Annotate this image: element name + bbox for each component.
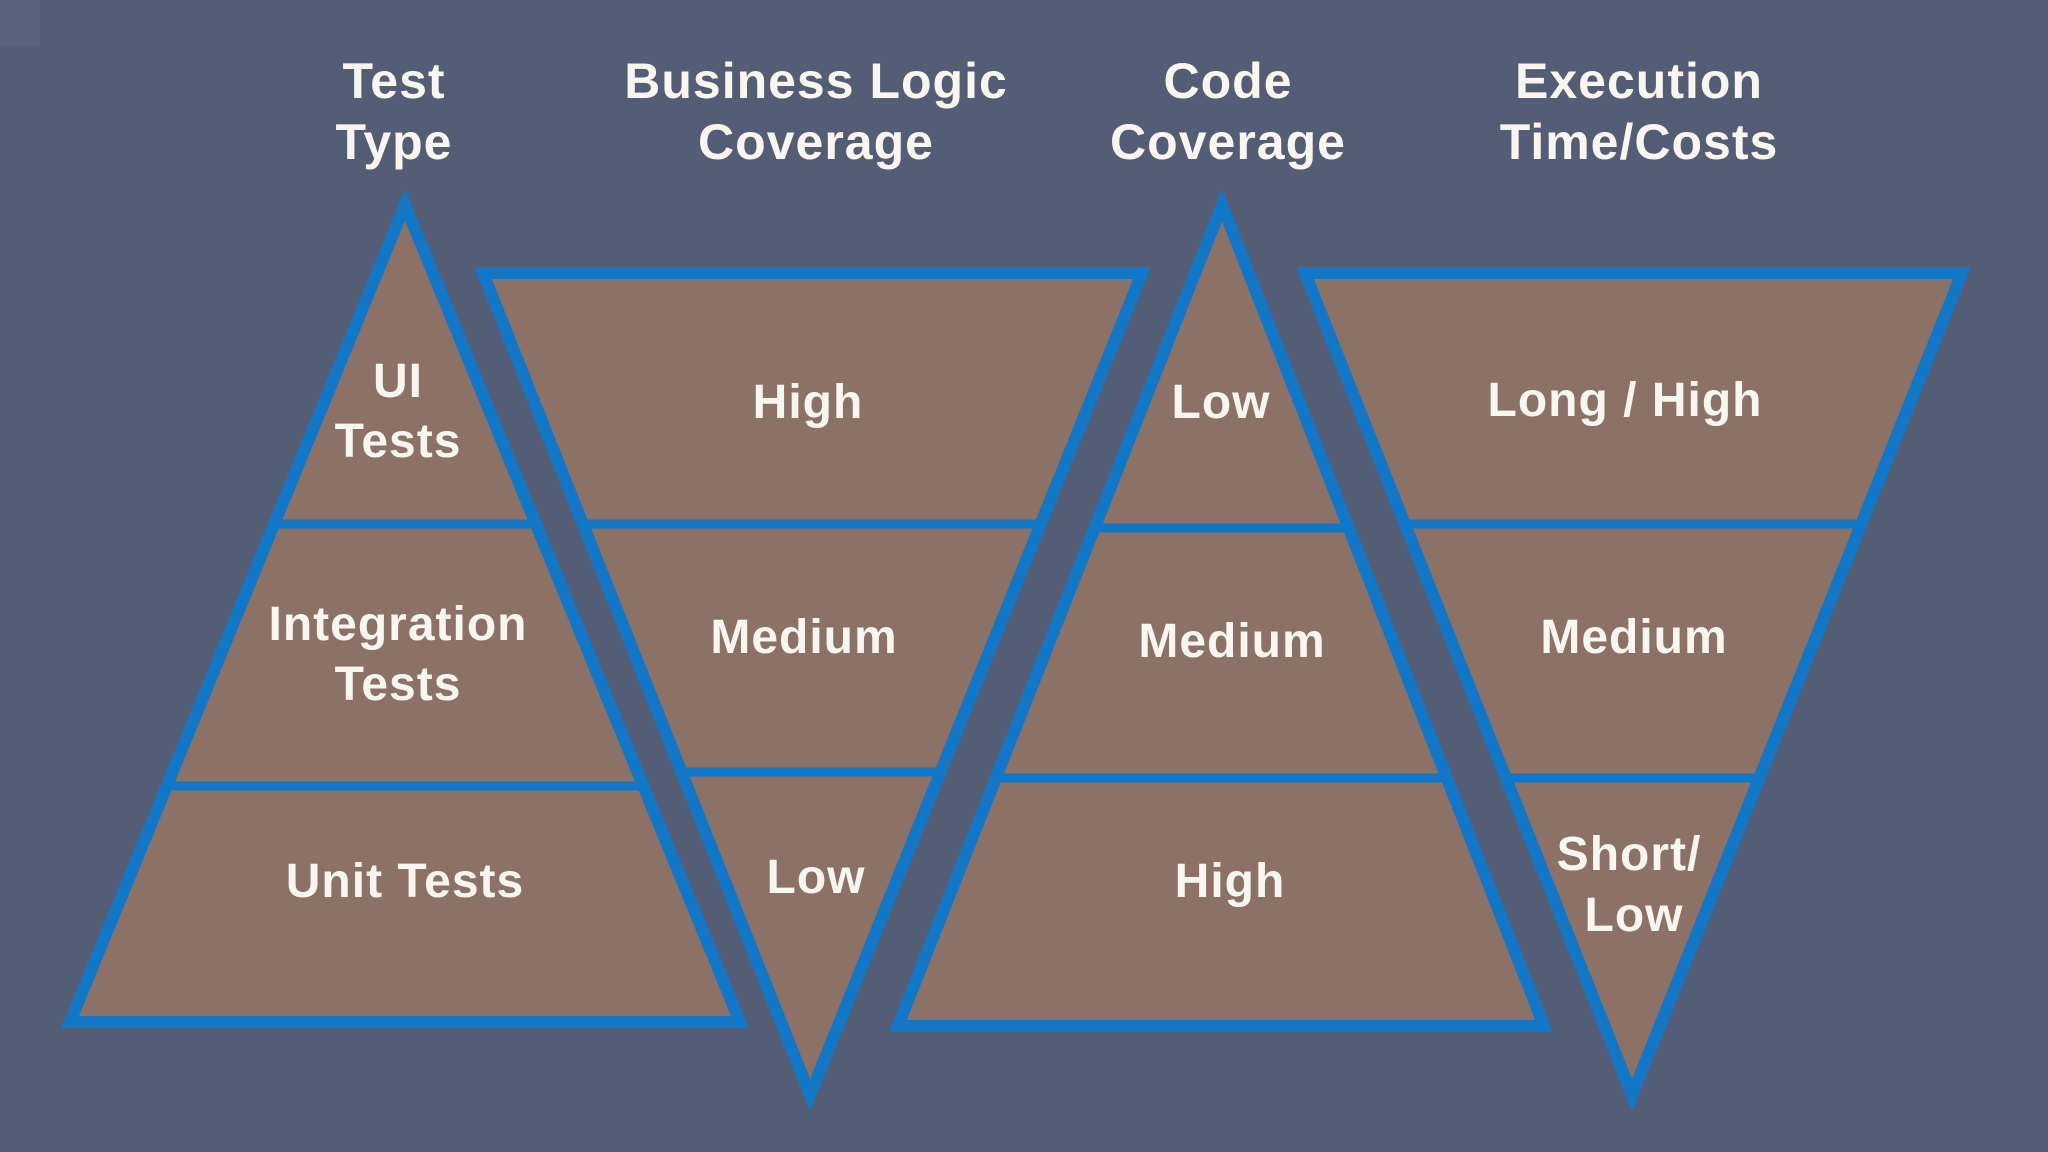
band-label-low: Low <box>1172 376 1271 429</box>
column-header-line: Time/Costs <box>1500 114 1779 170</box>
band-label-high: High <box>753 376 864 429</box>
band-label-medium: Medium <box>1138 615 1325 668</box>
column-header-line: Business Logic <box>624 53 1008 109</box>
business-logic-coverage-pyramid <box>474 267 1151 1112</box>
corner-artifact <box>0 0 40 46</box>
band-label-short-low-line1: Short/ <box>1557 828 1702 881</box>
column-execution-time-costs: Execution Time/Costs Long / High Medium … <box>1296 53 1971 1112</box>
column-header-line: Coverage <box>1110 114 1346 170</box>
column-header-line: Coverage <box>698 114 934 170</box>
column-test-type: Test Type UI Tests Integration Tests Uni… <box>61 53 749 1028</box>
band-label-high: High <box>1175 855 1286 908</box>
band-label-ui-tests-line1: UI <box>373 355 423 408</box>
column-business-logic-coverage: Business Logic Coverage High Medium Low <box>474 53 1151 1112</box>
column-header-line: Test <box>342 53 445 109</box>
band-label-medium: Medium <box>710 611 897 664</box>
band-label-ui-tests-line2: Tests <box>335 415 462 468</box>
band-label-long-high: Long / High <box>1488 374 1763 427</box>
band-label-medium: Medium <box>1540 611 1727 664</box>
column-header-line: Execution <box>1515 53 1763 109</box>
test-type-pyramid <box>61 189 749 1028</box>
column-code-coverage: Code Coverage Low Medium High <box>889 53 1553 1032</box>
band-label-unit-tests: Unit Tests <box>286 855 524 908</box>
band-label-integration-line1: Integration <box>269 598 528 651</box>
execution-time-costs-pyramid <box>1296 267 1971 1112</box>
band-label-low: Low <box>767 851 866 904</box>
column-header-line: Type <box>336 114 453 170</box>
column-header-line: Code <box>1164 53 1293 109</box>
band-label-short-low-line2: Low <box>1585 889 1684 942</box>
band-label-integration-line2: Tests <box>335 658 462 711</box>
code-coverage-pyramid <box>889 188 1553 1032</box>
